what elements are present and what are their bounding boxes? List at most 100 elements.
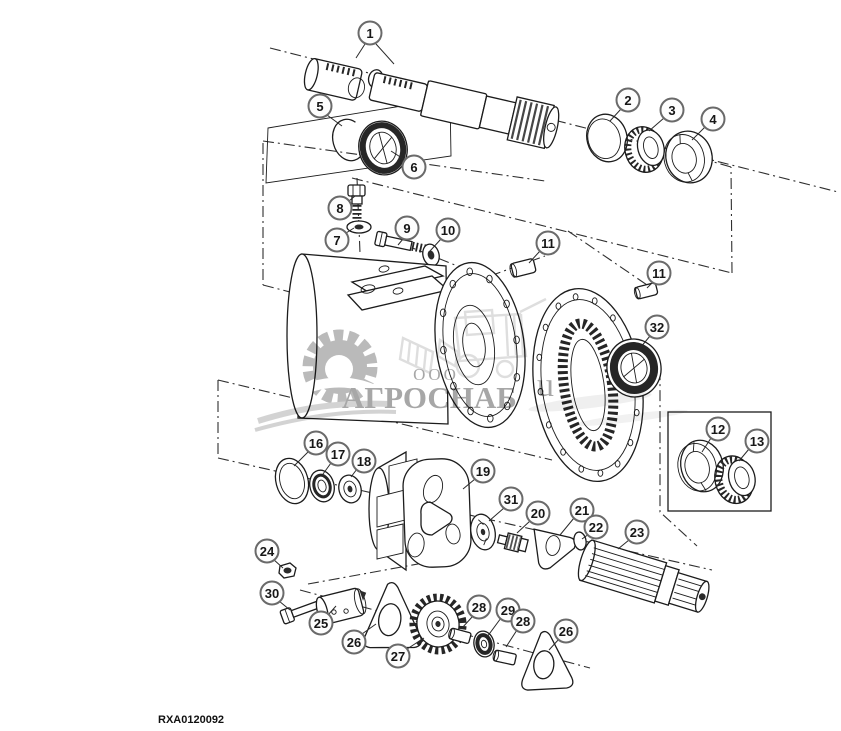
callout-balloon	[525, 500, 551, 526]
callout-17: 17	[322, 441, 351, 475]
callout-number: 1	[366, 26, 373, 41]
callout-balloon	[646, 260, 672, 286]
callout-5: 5	[307, 93, 343, 127]
bolt-hole	[560, 448, 566, 456]
part-3-bearing-cone	[624, 126, 665, 173]
callout-9: 9	[394, 215, 420, 246]
callout-6: 6	[390, 150, 427, 180]
callout-balloon	[325, 441, 351, 467]
callout-balloon	[401, 154, 427, 180]
leader-line	[406, 637, 425, 650]
bolt-hole	[610, 314, 616, 322]
callout-number: 4	[709, 112, 717, 127]
leader-line	[648, 117, 665, 132]
axis-line	[356, 177, 361, 254]
leader-line	[293, 451, 309, 467]
callout-balloon	[327, 195, 353, 221]
flange-bolt-holes	[439, 267, 521, 423]
callout-balloon	[615, 87, 641, 113]
leader-line	[528, 250, 541, 264]
callout-balloon	[324, 227, 350, 253]
part-18-ring	[338, 474, 362, 504]
leader-line	[278, 600, 291, 611]
callout-31: 31	[488, 486, 524, 522]
callout-number: 25	[314, 616, 328, 631]
part-20-splined-plug	[496, 532, 529, 553]
callout-16: 16	[293, 430, 329, 467]
bolt-hole	[542, 323, 549, 332]
leader-line	[691, 126, 706, 141]
bolt-hole	[486, 274, 493, 284]
callout-number: 7	[333, 233, 340, 248]
leader-line	[701, 437, 712, 453]
callout-28: 28	[461, 594, 492, 629]
part-27-pinion-gear	[409, 593, 467, 655]
callout-number: 32	[650, 320, 664, 335]
callout-number: 17	[331, 447, 345, 462]
bolt-hole	[439, 308, 447, 318]
part-2-ring	[586, 113, 628, 163]
drawing-number: RXA0120092	[158, 714, 224, 726]
callout-balloon	[624, 519, 650, 545]
bolt-hole	[449, 279, 457, 289]
part-6-seal	[358, 120, 408, 176]
callout-number: 3	[668, 103, 675, 118]
callout-number: 20	[531, 506, 545, 521]
callout-20: 20	[516, 500, 551, 534]
leader-line	[639, 335, 651, 349]
callout-number: 19	[476, 464, 490, 479]
callout-number: 6	[410, 160, 417, 175]
bolt-hole	[513, 372, 521, 382]
part-32-bearing	[606, 338, 662, 398]
part-8-bolt	[347, 184, 366, 222]
part-7-washer	[346, 220, 372, 234]
callout-number: 21	[575, 503, 589, 518]
part-31-washer	[470, 513, 496, 551]
callout-number: 26	[347, 635, 361, 650]
bolt-hole	[597, 469, 604, 477]
callout-number: 24	[260, 544, 275, 559]
callout-number: 30	[265, 586, 279, 601]
bolt-hole	[572, 293, 579, 301]
bolt-hole	[537, 388, 544, 396]
callout-25: 25	[308, 605, 337, 636]
combine-harvester-icon	[398, 297, 547, 379]
gear-logo-icon	[254, 329, 397, 432]
axis-line	[567, 230, 651, 288]
callout-18: 18	[350, 448, 377, 478]
part-1-shaft-stub	[303, 57, 366, 101]
watermark: ООО АГРОСНАБ u	[254, 297, 688, 432]
callout-number: 26	[559, 624, 573, 639]
callout-balloon	[659, 97, 685, 123]
bolt-hole	[627, 438, 634, 447]
callout-number: 28	[472, 600, 486, 615]
callout-balloon	[259, 580, 285, 606]
callout-8: 8	[327, 195, 356, 221]
callout-number: 22	[589, 520, 603, 535]
callout-balloon	[744, 428, 770, 454]
part-24-nut	[278, 562, 297, 579]
leader-line	[326, 114, 343, 127]
zone-line	[351, 177, 733, 274]
leader-line	[429, 238, 442, 252]
leader-line	[390, 150, 406, 161]
callout-27: 27	[385, 637, 425, 669]
part-16-seal-ring	[274, 457, 310, 505]
callout-number: 27	[391, 649, 405, 664]
callout-number: 2	[624, 93, 631, 108]
callout-13: 13	[738, 428, 770, 462]
detail-box-12-13	[667, 411, 772, 512]
callout-number: 11	[541, 236, 555, 251]
callout-number: 18	[357, 454, 371, 469]
callout-11: 11	[646, 260, 672, 289]
callout-19: 19	[462, 458, 496, 490]
leader-line	[345, 227, 355, 234]
callout-10: 10	[429, 217, 461, 252]
callout-balloon	[341, 629, 367, 655]
bolt-hole	[440, 345, 447, 355]
axis-line	[269, 47, 839, 193]
callout-7: 7	[324, 227, 355, 253]
bolt-hole	[591, 297, 598, 305]
leader-line	[617, 539, 630, 550]
